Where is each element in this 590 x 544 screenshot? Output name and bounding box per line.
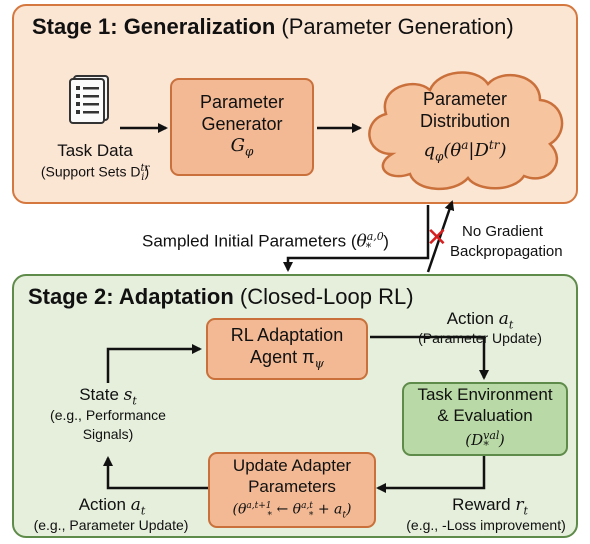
task-environment-box: Task Environment & Evaluation (Dval*) [402, 382, 568, 456]
reward-note: (e.g., -Loss improvement) [406, 517, 566, 533]
generator-line2: Generator [201, 114, 283, 135]
generator-line1: Parameter [199, 92, 285, 113]
cloud-shape [368, 71, 564, 191]
update-formula: (θa,t+1* ← θa,t* + at) [232, 501, 352, 521]
arrow-environment-to-update [376, 452, 486, 493]
action-bottom-note: (e.g., Parameter Update) [33, 517, 189, 533]
agent-line2: Agent πψ [250, 346, 324, 371]
update-adapter-box: Update Adapter Parameters (θa,t+1* ← θa,… [208, 452, 376, 528]
action-top-note: (Parameter Update) [418, 330, 542, 346]
document-list-icon [69, 75, 109, 124]
stage2-title: Stage 2: Adaptation (Closed-Loop RL) [28, 284, 414, 309]
cross-icon: ✕ [426, 222, 448, 252]
update-line2: Parameters [248, 477, 336, 497]
arrow-sampled-parameters [283, 205, 430, 272]
arrow-backpropagation [426, 200, 455, 273]
action-top-label: Action at [446, 309, 514, 332]
no-gradient-line1: No Gradient [462, 223, 543, 240]
task-data-sublabel: (Support Sets Dtri) [40, 163, 150, 184]
action-bottom-label: Action at [78, 495, 146, 518]
env-formula: (Dval*) [465, 428, 505, 452]
update-line1: Update Adapter [232, 456, 352, 476]
generator-symbol: Gφ [230, 135, 254, 159]
no-gradient-line2: Backpropagation [450, 243, 563, 260]
state-note-line1: (e.g., Performance [50, 407, 166, 423]
reward-label: Reward rt [452, 495, 528, 518]
env-line1: Task Environment [417, 384, 553, 404]
arrow-state-to-agent [106, 344, 202, 383]
distribution-formula: qφ(θa|Dtr) [423, 138, 507, 164]
rl-agent-box: RL Adaptation Agent πψ [206, 318, 368, 380]
state-label: State st [79, 385, 137, 408]
distribution-line2: Distribution [419, 111, 511, 131]
arrow-update-to-state [103, 456, 208, 490]
arrow-agent-to-environment [370, 335, 489, 380]
stage1-title: Stage 1: Generalization (Parameter Gener… [32, 14, 514, 39]
state-note-line2: Signals) [82, 426, 134, 442]
env-line2: & Evaluation [437, 405, 533, 425]
sampled-parameters-label: Sampled Initial Parameters (θa,0*) [142, 230, 389, 255]
parameter-generator-box: Parameter Generator Gφ [170, 78, 314, 176]
task-data-label: Task Data [57, 141, 133, 160]
agent-line1: RL Adaptation [230, 324, 344, 345]
distribution-line1: Parameter [422, 89, 508, 109]
